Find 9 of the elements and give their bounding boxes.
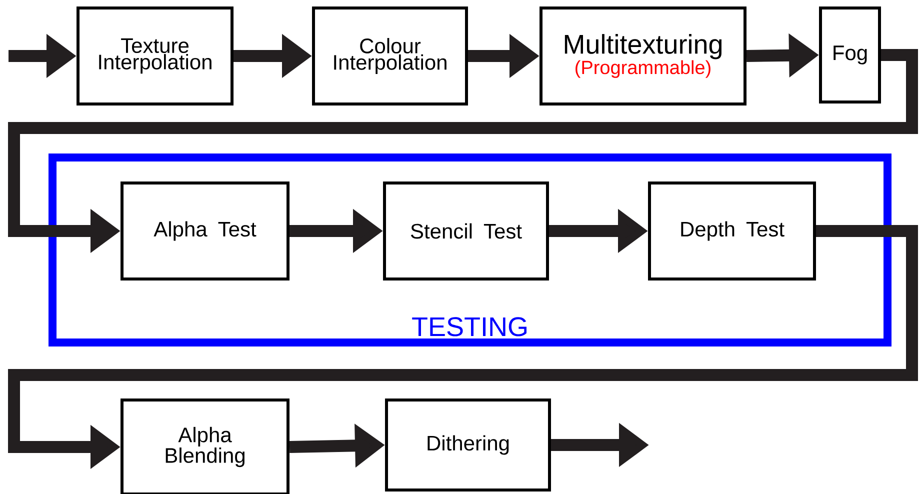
stage-box: Fog [819,6,881,104]
stage-box: Alpha Test [120,182,290,280]
stage-box: Alpha Blending [120,398,290,494]
stage-box: Texture Interpolation [76,6,234,106]
stage-box: Depth Test [648,182,816,280]
stage-box: Stencil Test [383,182,549,280]
stage-box: Colour Interpolation [312,6,468,106]
stage-box: Multitexturing (Programmable) [540,6,746,106]
stage-box: Dithering [385,398,551,492]
